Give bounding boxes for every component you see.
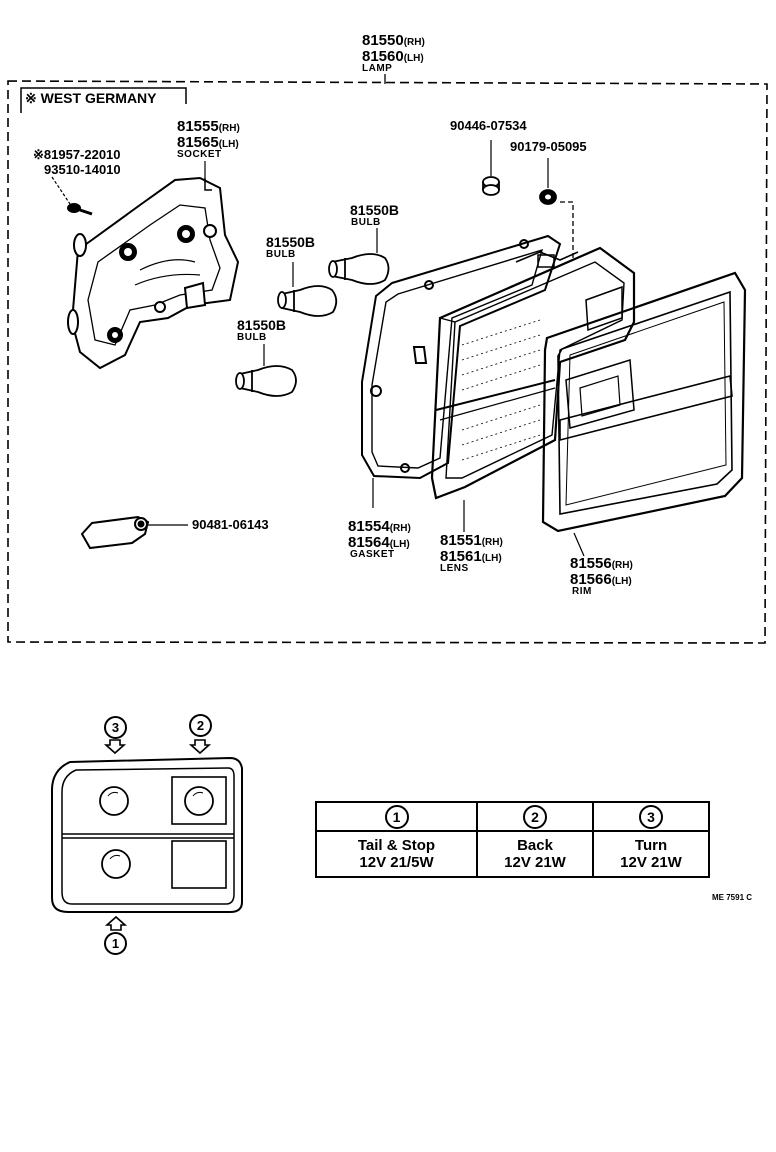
position-marker-2: 2	[189, 714, 212, 737]
region-note: ※ WEST GERMANY	[25, 90, 157, 106]
bulb-top-name: BULB	[351, 217, 381, 228]
screw-part-2: 93510-14010	[44, 162, 121, 177]
grommet-illustration	[482, 140, 500, 196]
position-marker-1: 1	[104, 932, 127, 955]
bulb-top-part: 81550B	[350, 202, 400, 218]
grommet-part: 90446-07534	[450, 118, 527, 133]
bulb-mid-illustration	[277, 262, 338, 317]
socket-illustration	[67, 176, 240, 370]
socket-part-lh: 81565(LH)	[177, 134, 239, 151]
bulb-top-illustration	[328, 228, 390, 285]
assembly-name: LAMP	[362, 63, 393, 74]
bulb-mid-name: BULB	[266, 249, 296, 260]
gasket-part-rh: 81554(RH)	[348, 518, 411, 535]
bulb-low-part: 81550B	[237, 317, 287, 333]
lens-part-lh: 81561(LH)	[440, 548, 502, 565]
lens-name: LENS	[440, 563, 469, 574]
bulb-mid-part: 81550B	[266, 234, 316, 250]
rim-illustration	[541, 271, 747, 557]
socket-part-rh: 81555(RH)	[177, 118, 240, 135]
assembly-part-rh: 81550(RH)	[362, 32, 425, 49]
arrows	[103, 739, 212, 931]
lens-part-rh: 81551(RH)	[440, 532, 503, 549]
nut-part: 90179-05095	[510, 139, 587, 154]
assembly-part-lh: 81560(LH)	[362, 48, 424, 65]
front-view-panel	[51, 756, 243, 913]
screw-illustration	[51, 176, 93, 216]
rim-part-lh: 81566(LH)	[570, 571, 632, 588]
gasket-illustration	[361, 234, 562, 508]
clip-part: 90481-06143	[192, 517, 269, 532]
table-header-3: 3	[592, 801, 710, 832]
socket-name: SOCKET	[177, 149, 222, 160]
screw-part-1: ※81957-22010	[33, 147, 121, 162]
figure-code: ME 7591 C	[712, 893, 753, 902]
bulb-low-name: BULB	[237, 332, 267, 343]
bulb-low-illustration	[235, 344, 297, 397]
gasket-name: GASKET	[350, 549, 395, 560]
gasket-part-lh: 81564(LH)	[348, 534, 410, 551]
rim-name: RIM	[572, 586, 592, 597]
position-marker-3: 3	[104, 716, 127, 739]
nut-illustration	[539, 158, 574, 258]
table-header-1: 1	[315, 801, 478, 832]
clip-illustration	[80, 515, 188, 550]
region-label-box	[20, 87, 187, 113]
region-boundary	[7, 80, 768, 644]
rim-part-rh: 81556(RH)	[570, 555, 633, 572]
lens-illustration	[430, 246, 636, 532]
table-header-2: 2	[476, 801, 594, 832]
